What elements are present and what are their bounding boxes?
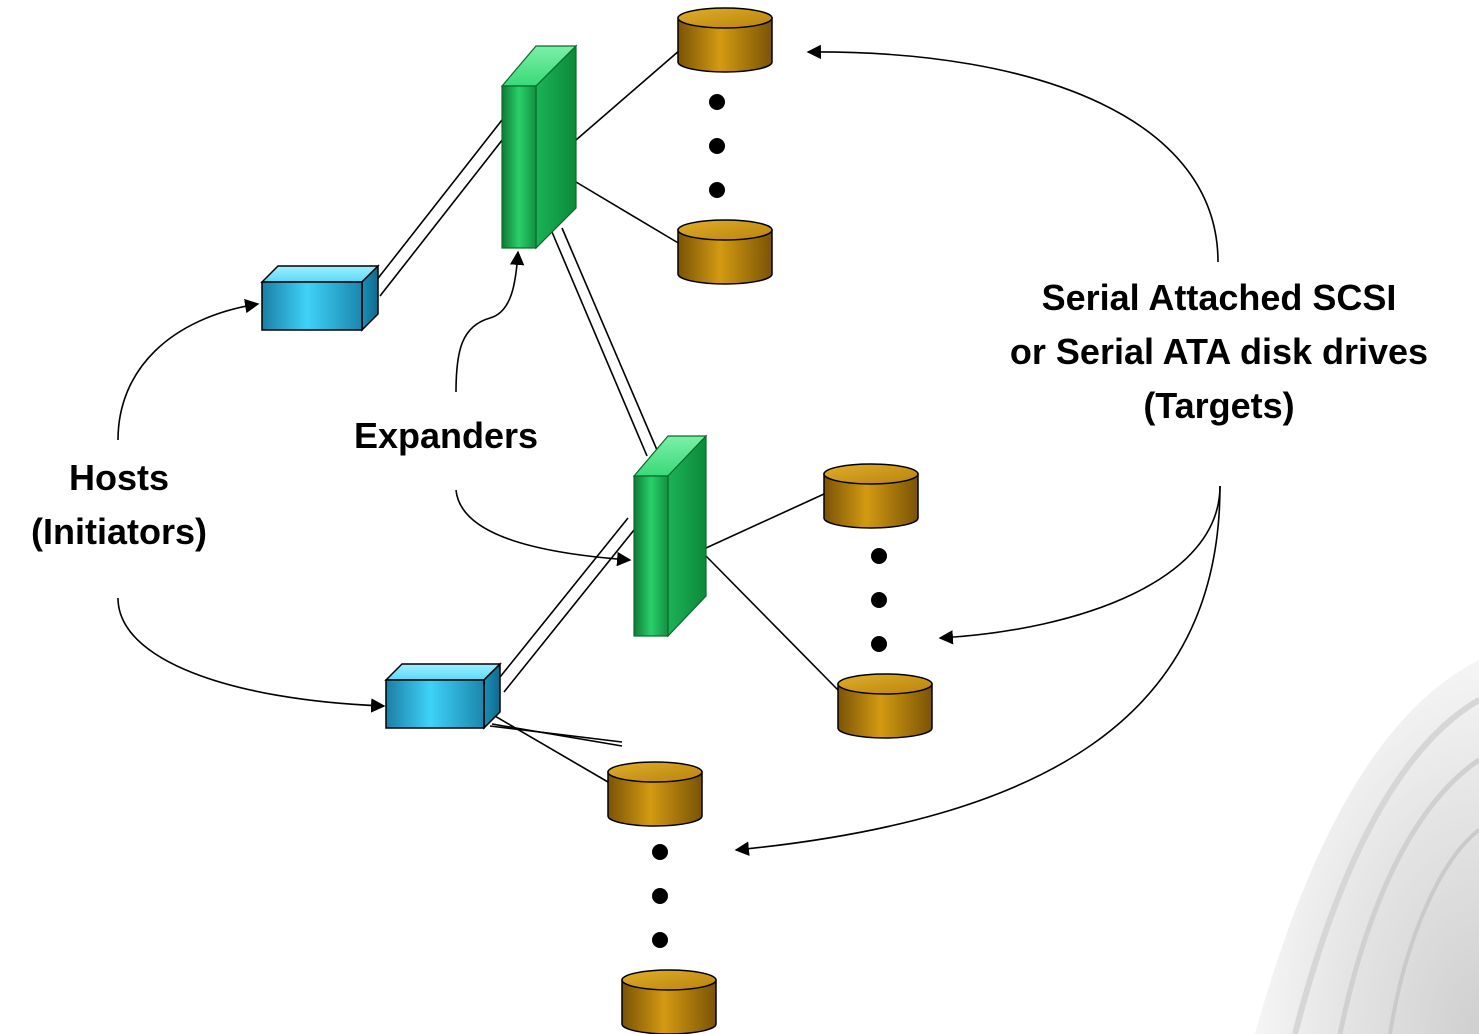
host-box-icon bbox=[384, 662, 502, 730]
connection-lines bbox=[371, 49, 839, 783]
expander-expander-link-a bbox=[551, 231, 648, 457]
expanders-to-expander2-arrow bbox=[455, 489, 632, 567]
expanders-to-expander1-arrow bbox=[455, 250, 525, 393]
hosts-label: Hosts bbox=[69, 457, 169, 498]
disk-cylinder-icon bbox=[837, 673, 933, 739]
expander-panel-icon bbox=[632, 434, 708, 638]
host-box-icon bbox=[260, 264, 380, 332]
targets-to-bottom-disks-arrow bbox=[734, 485, 1221, 856]
expanders-label: Expanders bbox=[354, 415, 538, 456]
vertical-ellipsis-icon bbox=[652, 844, 668, 948]
targets-label-line1: Serial Attached SCSI bbox=[1042, 277, 1397, 318]
disk-cylinder-icon bbox=[823, 463, 919, 529]
callout-arrows bbox=[117, 44, 1221, 856]
hosts-to-host2-arrow bbox=[117, 597, 386, 713]
expander-panel-icon bbox=[500, 44, 578, 250]
vertical-ellipsis-icon bbox=[709, 94, 725, 198]
background-swirl-decoration bbox=[1255, 660, 1479, 1034]
vertical-ellipsis-icon bbox=[871, 548, 887, 652]
targets-label-line3: (Targets) bbox=[1143, 385, 1294, 426]
expander2-disk-bottom-link bbox=[705, 555, 839, 691]
expander1-disk-top-link bbox=[575, 49, 681, 141]
expander-expander-link-b bbox=[561, 227, 658, 451]
host1-expander1-link-a bbox=[371, 119, 503, 287]
host1-expander1-link-b bbox=[379, 129, 511, 297]
host2-disk-top-link bbox=[487, 711, 609, 783]
host2-expander2-link-b bbox=[503, 529, 635, 693]
disk-cylinder-icon bbox=[607, 761, 703, 827]
host2-expander2-link-a bbox=[495, 517, 629, 683]
expander2-disk-top-link bbox=[705, 493, 825, 549]
disk-cylinder-icon bbox=[677, 219, 773, 285]
targets-to-top-disks-arrow bbox=[806, 44, 1219, 263]
host2-disk-bottom-link bbox=[489, 725, 623, 743]
expander1-disk-bottom-link bbox=[575, 181, 681, 245]
disk-cylinder-icon bbox=[677, 7, 773, 73]
initiators-label: (Initiators) bbox=[31, 511, 207, 552]
targets-label-line2: or Serial ATA disk drives bbox=[1010, 331, 1428, 372]
targets-to-middle-disks-arrow bbox=[938, 485, 1221, 645]
hosts-to-host1-arrow bbox=[117, 298, 260, 441]
